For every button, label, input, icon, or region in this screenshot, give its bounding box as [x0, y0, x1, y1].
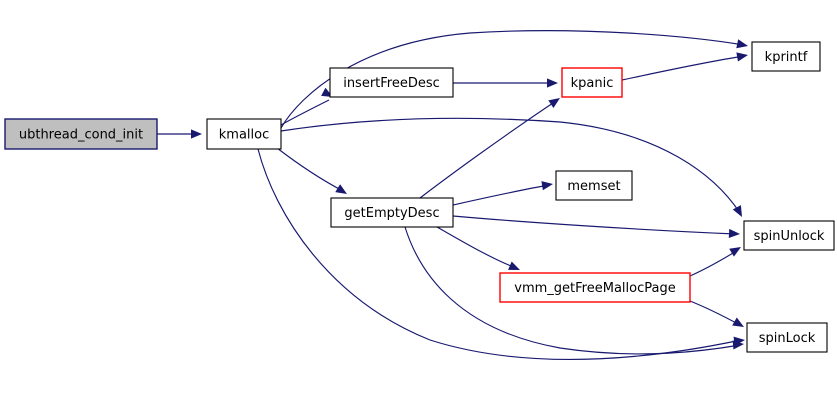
arrowhead-getemptydesc-to-spinlock [732, 340, 744, 350]
arrowhead-getemptydesc-to-memset [541, 181, 553, 191]
arrowhead-layer [191, 39, 748, 350]
edge-getemptydesc-to-spinlock [404, 226, 741, 355]
edge-kmalloc-to-insertfreedesc [280, 99, 330, 126]
node-layer: ubthread_cond_init kmalloc insertFreeDesc k… [4, 41, 835, 353]
edge-getemptydesc-to-spinunlock [452, 215, 737, 235]
edge-getemptydesc-to-kpanic [419, 100, 557, 199]
arrowhead-kmalloc-to-spinunlock [732, 205, 742, 217]
node-kprintf[interactable]: kprintf [751, 41, 821, 72]
edge-vmm-getfreemallocpage-to-spinunlock [689, 249, 739, 277]
arrowhead-kmalloc-to-kprintf [736, 39, 748, 49]
node-box-spinlock[interactable] [746, 322, 828, 353]
node-box-getemptydesc[interactable] [330, 197, 454, 228]
arrowhead-kmalloc-to-getemptydesc [335, 184, 347, 194]
arrowhead-kpanic-to-kprintf [736, 52, 748, 62]
node-box-spinunlock[interactable] [743, 220, 835, 251]
node-box-kpanic[interactable] [561, 67, 623, 98]
arrowhead-insertfreedesc-to-kpanic [547, 78, 558, 88]
node-box-insertfreedesc[interactable] [329, 67, 454, 98]
node-box-memset[interactable] [555, 170, 633, 201]
edge-kmalloc-to-spinlock [257, 148, 742, 360]
node-insertfreedesc[interactable]: insertFreeDesc [329, 67, 454, 98]
node-kpanic[interactable]: kpanic [561, 67, 623, 98]
edge-kmalloc-to-getemptydesc [276, 147, 344, 192]
arrowhead-getemptydesc-to-kpanic [548, 98, 560, 108]
node-kmalloc[interactable]: kmalloc [206, 118, 282, 150]
edge-getemptydesc-to-memset [452, 184, 550, 206]
node-spinunlock[interactable]: spinUnlock [743, 220, 835, 251]
edge-kpanic-to-kprintf [621, 55, 745, 81]
node-box-ubthread_cond_init[interactable] [4, 118, 158, 150]
node-vmm_getfreemallocpage[interactable]: vmm_getFreeMallocPage [499, 272, 691, 303]
arrowhead-vmm-to-spinunlock [729, 247, 741, 257]
node-box-kprintf[interactable] [751, 41, 821, 72]
edge-vmm-getfreemallocpage-to-spinlock [689, 300, 741, 326]
arrowhead-getemptydesc-to-spinunlock [728, 228, 740, 239]
node-memset[interactable]: memset [555, 170, 633, 201]
arrowhead-getemptydesc-to-vmm [508, 261, 520, 270]
arrowhead-ubthread_cond_init-to-kmalloc [191, 129, 202, 139]
node-box-kmalloc[interactable] [206, 118, 282, 150]
edge-getemptydesc-to-vmm-getfreemallocpage [436, 226, 517, 269]
edge-kmalloc-to-spinunlock [280, 117, 741, 214]
node-box-vmm_getfreemallocpage[interactable] [499, 272, 691, 303]
edge-kmalloc-to-kprintf [280, 30, 745, 129]
node-getemptydesc[interactable]: getEmptyDesc [330, 197, 454, 228]
node-ubthread_cond_init[interactable]: ubthread_cond_init [4, 118, 158, 150]
node-spinlock[interactable]: spinLock [746, 322, 828, 353]
arrowhead-vmm-to-spinlock [732, 317, 744, 327]
